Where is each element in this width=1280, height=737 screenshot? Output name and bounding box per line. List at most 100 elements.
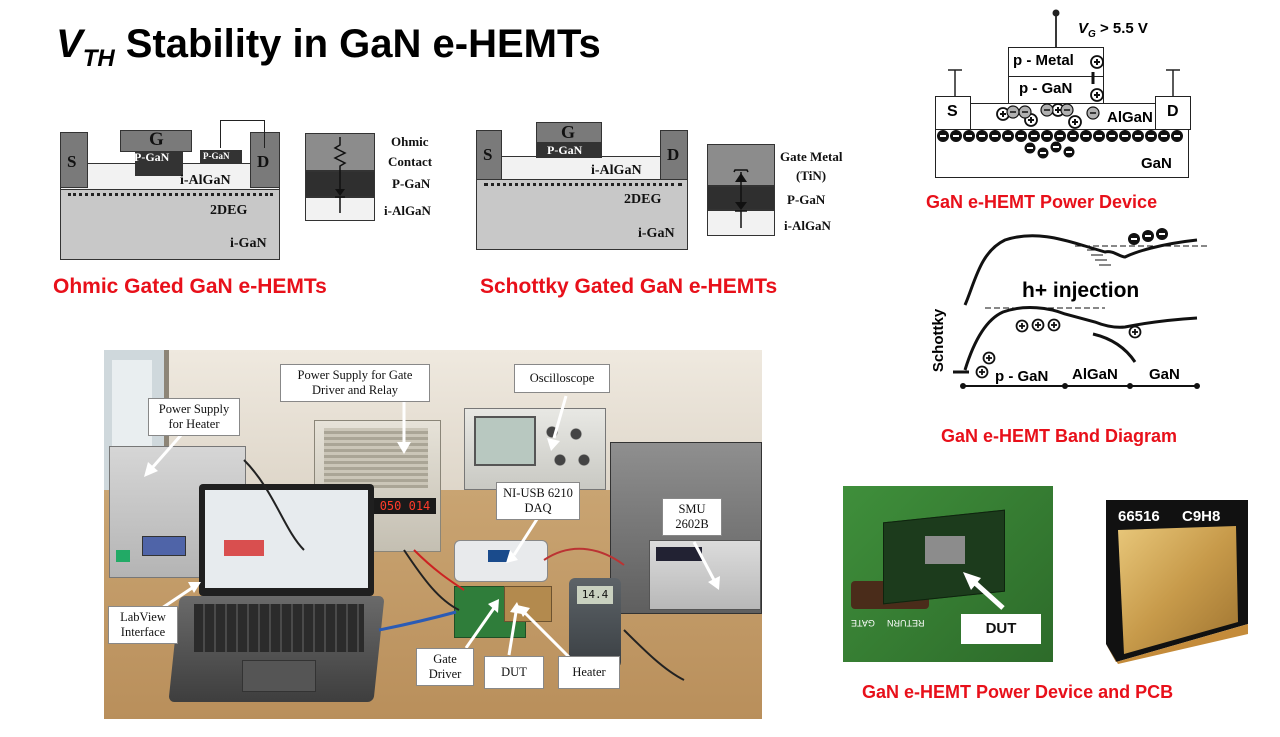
- contact-contact-label: Contact: [388, 154, 433, 169]
- schottky-2deg-label: 2DEG: [624, 192, 662, 207]
- schottky-s-label: S: [483, 145, 493, 164]
- label-heater-ps: Power Supply for Heater: [148, 398, 240, 436]
- contact-ialgan-label: i-AlGaN: [384, 203, 431, 218]
- cables: [243, 459, 685, 681]
- smu-front-panel: [649, 540, 761, 610]
- pd-drain: [1155, 96, 1191, 130]
- laptop-trackpad: [242, 660, 316, 692]
- label-heater: Heater: [558, 656, 620, 689]
- ohmic-source-contact: [60, 132, 88, 188]
- pd-gan-label: GaN: [1141, 155, 1172, 172]
- contact-pgan-label: P-GaN: [392, 176, 431, 191]
- band-diagram: h+ injection Schottky p - GaN AlGaN GaN: [930, 222, 1210, 397]
- label-daq: NI-USB 6210 DAQ: [496, 482, 580, 520]
- pcb-dut-label: DUT: [961, 614, 1041, 644]
- ohmic-pgan-main: [135, 150, 183, 176]
- schottky-d-label: D: [667, 145, 680, 164]
- gm-label-1: Gate Metal: [780, 149, 843, 164]
- schottky-igan-layer: [476, 178, 688, 250]
- ohmic-gate-metal: [120, 130, 192, 152]
- oscilloscope-knobs: [540, 420, 596, 476]
- title-v: V: [56, 22, 83, 66]
- ohmic-caption: Ohmic Gated GaN e-HEMTs: [53, 275, 327, 298]
- band-algan-label: AlGaN: [1072, 366, 1118, 383]
- ohmic-pgan-small-label: P-GaN: [203, 151, 230, 161]
- pd-vg-label: VG > 5.5 V: [1078, 20, 1148, 40]
- schottky-source-contact: [476, 130, 502, 180]
- title-rest: Stability in GaN e-HEMTs: [114, 22, 601, 66]
- pd-pmetal-layer: [1008, 47, 1104, 77]
- gm-pgan-label: P-GaN: [787, 192, 826, 207]
- heater-ps-display: [142, 536, 186, 556]
- gate-ps-display: 050 014: [374, 498, 436, 514]
- pcb-dut-arrow: [963, 572, 1005, 610]
- schottky-drain-contact: [660, 130, 688, 180]
- ohmic-contact-stack: [305, 133, 375, 221]
- test-setup-photo: 050 014 14.4: [104, 350, 762, 719]
- band-schottky-label: Schottky: [930, 308, 948, 373]
- labview-ui: [205, 490, 368, 588]
- label-smu: SMU 2602B: [662, 498, 722, 536]
- label-gate-driver: Gate Driver: [416, 648, 474, 686]
- label-gate-ps: Power Supply for Gate Driver and Relay: [280, 364, 430, 402]
- schottky-ialgan-layer: [476, 156, 688, 180]
- label-dut: DUT: [484, 656, 544, 689]
- gm-ialgan-label: i-AlGaN: [784, 218, 831, 233]
- daq-logo: [488, 550, 510, 562]
- pd-s-label: S: [947, 103, 958, 120]
- ohmic-connect-wire: [220, 120, 265, 148]
- labview-stop-button: [224, 540, 264, 556]
- pd-vg: V: [1078, 20, 1089, 37]
- ohmic-igan-label: i-GaN: [230, 236, 267, 251]
- chip-package: [1106, 500, 1248, 664]
- gm-label-2: (TiN): [796, 168, 827, 183]
- ohmic-g-label: G: [149, 129, 164, 150]
- power-device-caption: GaN e-HEMT Power Device: [926, 192, 1158, 212]
- label-labview: LabView Interface: [108, 606, 178, 644]
- band-injection-label: h+ injection: [1022, 279, 1140, 302]
- pd-source: [935, 96, 971, 130]
- ohmic-gated-diagram: S G D P-GaN P-GaN i-AlGaN 2DEG i-GaN: [60, 118, 280, 260]
- gate-ps-vents: [324, 428, 428, 488]
- ohmic-pgan-small: [200, 150, 242, 164]
- ohmic-s-label: S: [67, 152, 77, 171]
- pd-pgan-label: p - GaN: [1019, 80, 1073, 97]
- schottky-gated-diagram: S G D P-GaN i-AlGaN 2DEG i-GaN: [476, 122, 688, 250]
- pd-d-label: D: [1167, 103, 1179, 120]
- schottky-pgan-label: P-GaN: [547, 143, 583, 157]
- pcb-caption: GaN e-HEMT Power Device and PCB: [862, 682, 1174, 702]
- schottky-g-label: G: [561, 122, 576, 142]
- schottky-ialgan-label: i-AlGaN: [591, 163, 642, 178]
- pd-vg-sub: G: [1088, 29, 1096, 40]
- ohmic-pgan-main-label: P-GaN: [134, 150, 170, 164]
- page-title: VTH Stability in GaN e-HEMTs: [56, 22, 601, 73]
- schottky-2deg-dots: [484, 183, 682, 186]
- heater-ps-switch: [116, 550, 130, 562]
- gate-metal-stack: [707, 144, 775, 236]
- schottky-caption: Schottky Gated GaN e-HEMTs: [480, 275, 778, 298]
- contact-ohmic-label: Ohmic: [391, 134, 429, 149]
- smu-display: [656, 547, 702, 561]
- laptop-keyboard: [194, 604, 364, 652]
- ohmic-ialgan-label: i-AlGaN: [180, 173, 231, 188]
- band-pgan-label: p - GaN: [995, 368, 1049, 385]
- band-caption: GaN e-HEMT Band Diagram: [941, 426, 1178, 446]
- resistor-diode-symbol: [333, 137, 347, 213]
- pd-symbols: [937, 9, 1183, 159]
- band-gan-label: GaN: [1149, 366, 1180, 383]
- ohmic-2deg-label: 2DEG: [210, 203, 248, 218]
- power-device-diagram: VG > 5.5 V p - Metal p - GaN S D AlGaN G…: [935, 0, 1195, 182]
- pd-algan-label: AlGaN: [1107, 109, 1153, 126]
- ohmic-d-label: D: [257, 152, 270, 171]
- back-to-back-diode-symbol: [733, 169, 749, 228]
- ohmic-2deg-dots: [68, 193, 273, 196]
- schottky-gate-metal: [536, 122, 602, 143]
- chip-photo: 66516 C9H8: [1100, 494, 1255, 664]
- ohmic-drain-contact: [250, 132, 280, 188]
- label-oscilloscope: Oscilloscope: [514, 364, 610, 393]
- schottky-igan-label: i-GaN: [638, 226, 675, 241]
- band-curves: [953, 228, 1207, 389]
- callout-arrows: [144, 395, 720, 662]
- chip-code-1: 66516: [1118, 508, 1160, 525]
- chip-code-2: C9H8: [1182, 508, 1221, 525]
